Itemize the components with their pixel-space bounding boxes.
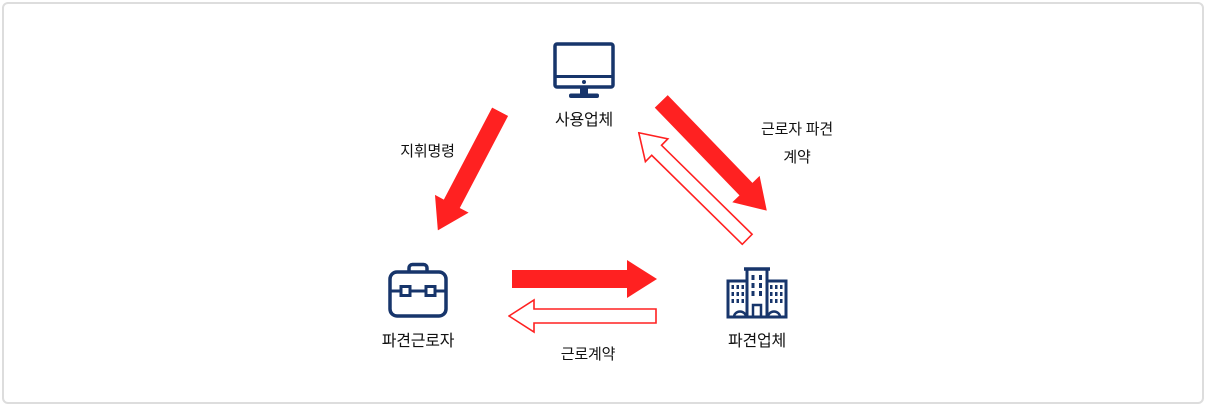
- desktop-monitor-icon: [553, 42, 615, 98]
- office-building-icon: [724, 261, 790, 319]
- labor-contract-arrow-solid: [512, 250, 657, 308]
- labor-contract-label: 근로계약: [560, 346, 616, 363]
- dispatch-contract-label: 근로자 파견 계약: [742, 116, 852, 172]
- dispatch-contract-arrow-solid: [640, 81, 787, 231]
- dispatch-agency-label: 파견업체: [727, 333, 787, 350]
- dispatch-contract-arrow-outline: [623, 116, 764, 255]
- entity-user-company: 사용업체: [519, 42, 649, 130]
- entity-dispatch-agency: 파견업체: [692, 261, 822, 351]
- entity-dispatched-worker: 파견근로자: [353, 261, 483, 351]
- user-company-label: 사용업체: [554, 112, 614, 129]
- dispatched-worker-label: 파견근로자: [381, 333, 455, 350]
- labor-contract-arrow-outline: [508, 294, 657, 338]
- dispatch-contract-label-line2: 계약: [783, 149, 811, 166]
- command-label: 지휘명령: [400, 143, 455, 160]
- command-arrow: [412, 98, 526, 244]
- dispatch-contract-label-line1: 근로자 파견: [761, 121, 833, 138]
- briefcase-icon: [388, 261, 448, 319]
